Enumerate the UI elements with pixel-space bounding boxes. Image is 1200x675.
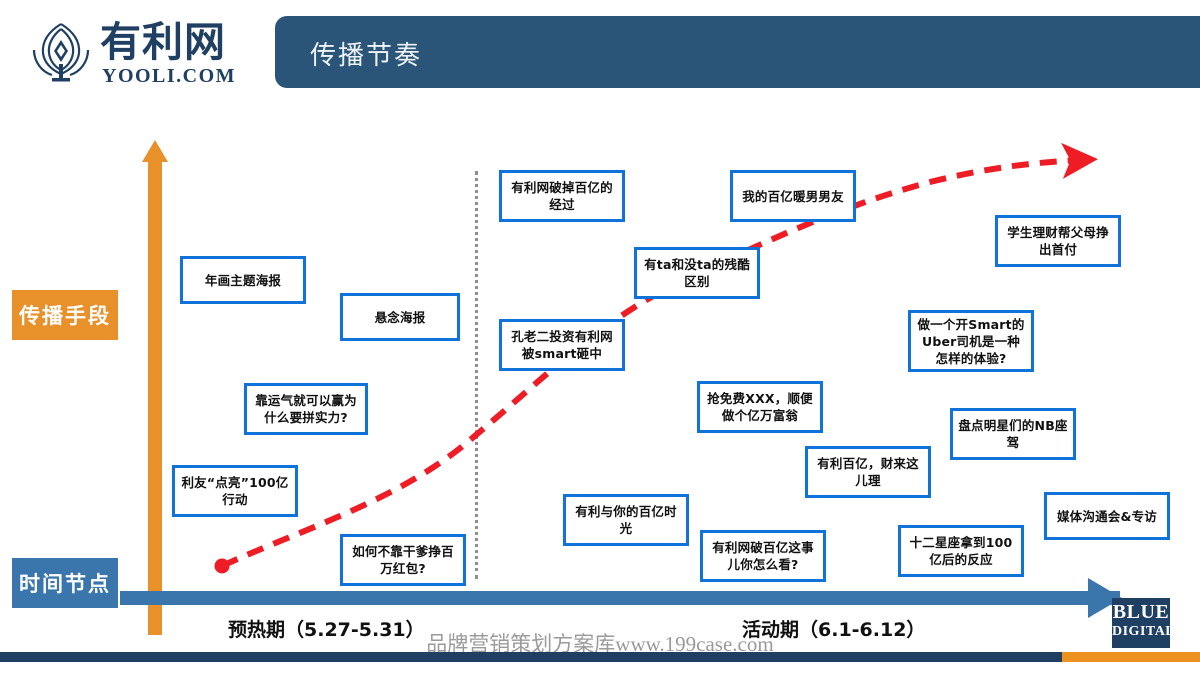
footer-bar-orange xyxy=(1062,652,1200,662)
content-box[interactable]: 孔老二投资有利网被smart砸中 xyxy=(499,319,625,371)
content-box[interactable]: 抢免费XXX，顺便做个亿万富翁 xyxy=(697,381,823,433)
content-box[interactable]: 如何不靠干爹挣百万红包? xyxy=(340,534,466,586)
blue-digital-line2: DIGITAL xyxy=(1112,624,1170,639)
footer-bar-blue xyxy=(0,652,1062,662)
period-label-activity: 活动期（6.1-6.12） xyxy=(742,619,926,641)
page-title: 传播节奏 xyxy=(310,41,423,71)
content-box[interactable]: 悬念海报 xyxy=(340,293,460,341)
content-box[interactable]: 有利网破掉百亿的经过 xyxy=(499,170,625,222)
content-box[interactable]: 利友“点亮”100亿行动 xyxy=(172,465,298,517)
blue-digital-logo: BLUE DIGITAL xyxy=(1112,598,1170,648)
yooli-tree-icon xyxy=(32,23,90,82)
yooli-logo: 有利网 YOOLI.COM xyxy=(24,18,256,90)
slide-title-bar: 传播节奏 xyxy=(275,16,1200,88)
axis-label-means: 传播手段 xyxy=(12,290,118,340)
content-box[interactable]: 做一个开Smart的Uber司机是一种怎样的体验? xyxy=(908,310,1034,372)
blue-digital-line1: BLUE xyxy=(1112,601,1170,623)
content-box[interactable]: 靠运气就可以赢为什么要拼实力? xyxy=(244,383,368,435)
logo-text-en: YOOLI.COM xyxy=(102,65,237,87)
content-box[interactable]: 有利网破百亿这事儿你怎么看? xyxy=(700,530,826,582)
phase-divider-line xyxy=(475,171,478,579)
content-box[interactable]: 学生理财帮父母挣出首付 xyxy=(995,215,1121,267)
up-arrow-icon xyxy=(142,140,168,635)
period-label-preheat: 预热期（5.27-5.31） xyxy=(228,619,425,641)
content-box[interactable]: 十二星座拿到100亿后的反应 xyxy=(898,525,1024,577)
content-box[interactable]: 有ta和没ta的残酷区别 xyxy=(634,247,760,299)
content-box[interactable]: 有利与你的百亿时光 xyxy=(563,494,689,546)
logo-text-cn: 有利网 xyxy=(100,18,226,66)
content-box[interactable]: 我的百亿暖男男友 xyxy=(730,170,856,222)
content-box[interactable]: 盘点明星们的NB座驾 xyxy=(950,408,1076,460)
content-box[interactable]: 媒体沟通会&专访 xyxy=(1044,492,1170,540)
content-box[interactable]: 有利百亿，财来这儿理 xyxy=(805,446,931,498)
content-box[interactable]: 年画主题海报 xyxy=(180,256,306,304)
timeline-bar xyxy=(120,591,1120,605)
axis-label-time: 时间节点 xyxy=(12,558,118,608)
